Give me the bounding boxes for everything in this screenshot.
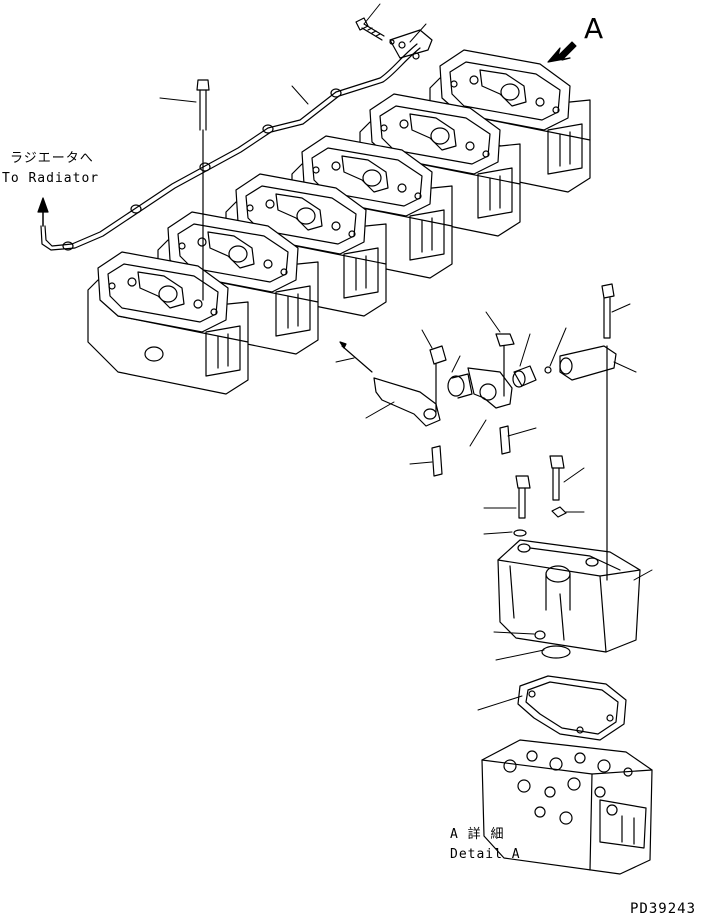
bolt-boss [144,346,164,362]
head-bolt-long [196,79,210,301]
rocker-arm [207,231,255,269]
drawing-number: PD39243 [630,901,697,917]
to-radiator-label-en: To Radiator [2,171,100,186]
rocker-frame [97,251,229,333]
rocker-arm [341,155,389,193]
port-window [409,209,445,261]
to-radiator-label-jp: ラジエータへ [10,151,94,166]
view-a-arrow [547,41,577,63]
rocker-arm [479,69,527,107]
housing-bolts [513,455,567,537]
rocker-housing [497,539,641,653]
detail-a-label-en: Detail A [450,847,521,862]
port-window [343,247,379,299]
detail-a-label-jp: A 詳 細 [450,827,505,842]
cylinder-head-bank [87,49,591,395]
cylinder-head-detail [481,739,653,875]
rocker-arm [137,271,185,309]
cylinder-head-1 [87,251,249,395]
tube-bracket [389,29,433,60]
rocker-arm [409,113,457,151]
view-a-label: A [584,12,604,45]
rocker-parts [339,283,617,581]
rocker-arm [275,193,323,231]
port-window [205,325,241,377]
port-window [275,285,311,337]
port-window [477,167,513,219]
o-ring-seal [541,645,571,659]
bracket-bolt [355,17,385,41]
leader-lines [159,3,653,711]
gasket [517,675,627,741]
port-window [547,123,583,175]
